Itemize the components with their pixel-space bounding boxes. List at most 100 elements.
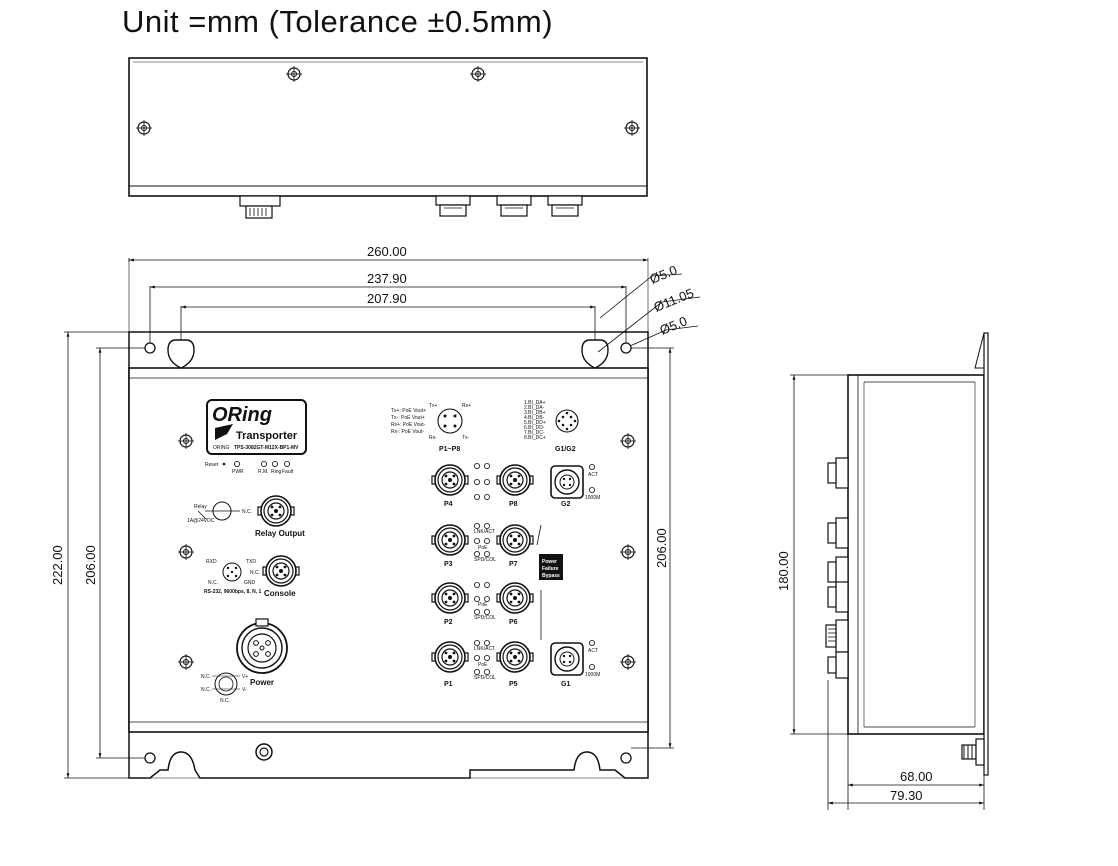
g1-act-label: ACT (588, 648, 598, 654)
g2-act-label: ACT (588, 472, 598, 478)
g-pin-8: 8.BI_DC+ (524, 435, 546, 441)
p1-spd-label: SPD/COL (474, 675, 496, 681)
port-g2-icon (550, 465, 584, 499)
rm-led-icon (260, 460, 268, 468)
port-g1-icon (550, 642, 584, 676)
console-port: RXD TXD GND N.C. N.C. RS-232, 9600bps, 8… (204, 555, 300, 598)
power-connector-icon (236, 618, 288, 674)
bypass-line3: Bypass (542, 573, 560, 579)
relay-pin-label: Relay (194, 504, 207, 510)
p2-spd-label: SPD/COL (474, 615, 496, 621)
fault-led-icon (283, 460, 291, 468)
g-pin-1: 1.BI_DA+ (524, 400, 546, 406)
side-view (825, 332, 989, 776)
dim-180: 180.00 (776, 551, 791, 591)
port-grid: P4 P8 G2 ACT 1000M P3 P7 LNK/ACT PoE SPD… (431, 462, 600, 688)
port-p5-label: P5 (509, 681, 518, 688)
g-pin-4: 4.BI_DB- (524, 415, 545, 421)
dim-222: 222.00 (50, 545, 65, 585)
g-range-label: G1/G2 (555, 446, 576, 453)
port-g1-label: G1 (561, 681, 570, 688)
console-gnd: GND (244, 580, 256, 586)
diagram-title: Unit =mm (Tolerance ±0.5mm) (122, 4, 554, 39)
power-nc2: N.C. (201, 687, 211, 693)
bypass-line1: Power (542, 559, 557, 565)
power-label: Power (250, 678, 274, 687)
relay-nc-label: N.C. (242, 509, 252, 515)
power-nc3: N.C. (220, 698, 230, 704)
dim-hole-3: Ø5.0 (658, 313, 690, 337)
g1-1000-label: 1000M (585, 672, 600, 678)
pwr-label: PWR (232, 469, 244, 475)
port-p2-label: P2 (444, 619, 453, 626)
brand-logo: ORing Transporter ORING TPS-3082GT-M12X-… (206, 399, 307, 455)
p-range-label: P1~P8 (439, 446, 460, 453)
dim-79: 79.30 (890, 788, 923, 803)
brand-name: ORing (212, 404, 272, 426)
relay-note: 1A@24VDC (187, 518, 215, 524)
pwr-led-icon (233, 460, 241, 468)
port-p3-label: P3 (444, 561, 453, 568)
poe-rx-plus: Rx+ (462, 403, 471, 409)
g2-1000-label: 1000M (585, 495, 600, 501)
dim-206-right: 206.00 (654, 528, 669, 568)
side-dimensions (790, 374, 985, 810)
power-vminus: V- (242, 687, 247, 693)
port-p4-label: P4 (444, 501, 453, 508)
poe-rx-minus: Rx- (429, 435, 437, 441)
p3-lnk-label: LNK/ACT (474, 529, 495, 535)
dim-237: 237.90 (367, 271, 407, 286)
ring-label: Ring (271, 469, 282, 475)
poe-pin-1: Tx+: PoE Vout+ (391, 408, 426, 414)
console-note: RS-232, 9600bps, 8, N, 1 (204, 589, 261, 595)
g-pin-6: 6.BI_DD- (524, 425, 545, 431)
side-dimension-labels: 180.00 68.00 79.30 (776, 551, 933, 803)
console-nc1: N.C. (250, 570, 260, 576)
power-nc1: N.C. (201, 674, 211, 680)
top-view (128, 57, 648, 219)
model-prefix: ORING (213, 445, 230, 451)
dim-207: 207.90 (367, 291, 407, 306)
g-pin-7: 7.BI_DC- (524, 430, 545, 436)
dim-260: 260.00 (367, 244, 407, 259)
console-txd: TXD (246, 559, 256, 565)
dim-206-left: 206.00 (83, 545, 98, 585)
relay-output: Relay 1A@24VDC N.C. Relay Output (187, 495, 305, 538)
console-rxd: RXD (206, 559, 217, 565)
poe-pinout: Tx+: PoE Vout+ Tx-: PoE Vout+ Rx+: PoE V… (391, 403, 471, 453)
p2-poe-label: PoE (478, 602, 488, 608)
g-pin-5: 5.BI_DD+ (524, 420, 546, 426)
rm-label: R.M. (258, 469, 269, 475)
port-p8-label: P8 (509, 501, 518, 508)
port-g2-label: G2 (561, 501, 570, 508)
poe-pin-2: Tx-: PoE Vout+ (391, 415, 425, 421)
g-pinout: 1.BI_DA+ 2.BI_DA- 3.BI_DB+ 4.BI_DB- 5.BI… (524, 400, 579, 453)
dim-68: 68.00 (900, 769, 933, 784)
p3-poe-label: PoE (478, 545, 488, 551)
poe-tx-plus: Tx+ (429, 403, 438, 409)
power-port: Power V+ V- N.C. N.C. N.C. (201, 618, 288, 704)
port-p7-label: P7 (509, 561, 518, 568)
g-pin-2: 2.BI_DA- (524, 405, 545, 411)
bypass-line2: Failure (542, 566, 559, 572)
dim-hole-2: Ø11.05 (652, 285, 696, 315)
g-pin-3: 3.BI_DB+ (524, 410, 546, 416)
reset-label: Reset (205, 462, 219, 468)
p3-spd-label: SPD/COL (474, 557, 496, 563)
port-p1-label: P1 (444, 681, 453, 688)
port-p6-label: P6 (509, 619, 518, 626)
console-nc2: N.C. (208, 580, 218, 586)
poe-tx-minus: Tx- (462, 435, 470, 441)
indicator-row: Reset PWR R.M. Ring Fault (205, 460, 294, 475)
poe-pin-4: Rx-: PoE Vout- (391, 429, 424, 435)
relay-output-label: Relay Output (255, 529, 305, 538)
front-dimensions (64, 258, 701, 779)
bypass-badge (539, 554, 563, 580)
series-name: Transporter (236, 430, 298, 442)
p1-poe-label: PoE (478, 662, 488, 668)
power-vplus: V+ (242, 674, 248, 680)
console-label: Console (264, 589, 296, 598)
reset-hole-icon[interactable] (222, 462, 226, 466)
poe-pin-3: Rx+: PoE Vout- (391, 422, 426, 428)
